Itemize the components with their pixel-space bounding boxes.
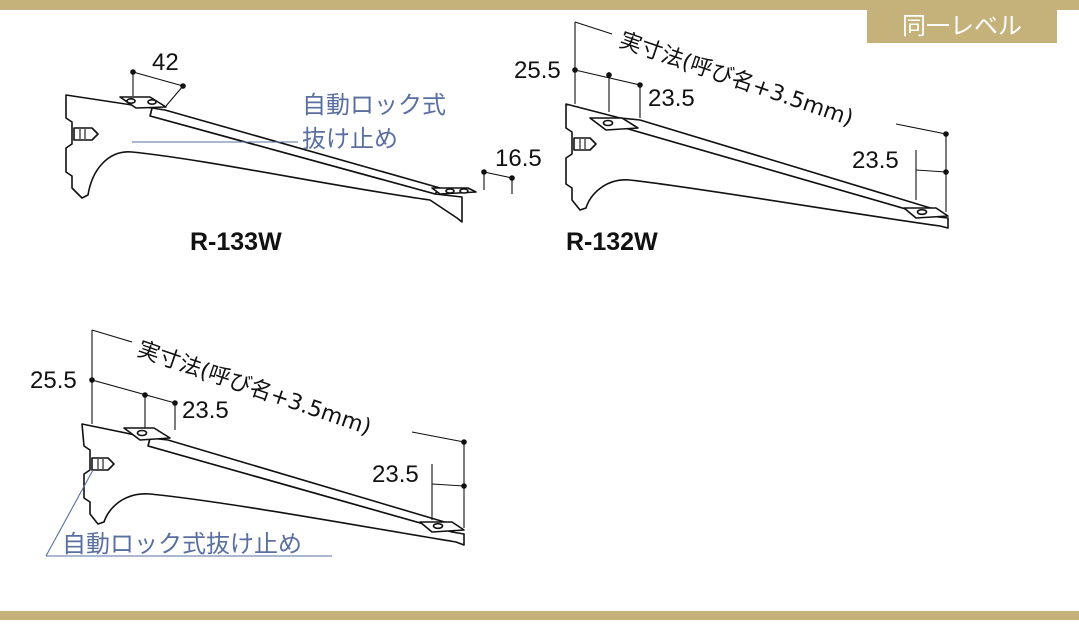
- r132w-top-tab: [589, 117, 639, 131]
- r132w-tip-hole: [916, 208, 928, 216]
- bracket-r132w: [565, 103, 949, 229]
- bottom-body: [81, 423, 465, 546]
- r133w-top-hole-a: [126, 98, 136, 105]
- r132w-body: [565, 103, 949, 229]
- bottom-tip-hole: [432, 522, 444, 530]
- top-accent-bar: [0, 0, 1079, 10]
- bracket-bottom: [81, 423, 465, 546]
- r133w-note-line1: 自動ロック式: [302, 91, 446, 119]
- bottom-dim-first-hole: 23.5: [182, 397, 229, 424]
- bottom-top-hole: [136, 429, 148, 437]
- r132w-top-hole: [602, 119, 614, 127]
- r133w-tip-hole-b: [459, 188, 469, 194]
- r133w-lock-piece: [73, 127, 99, 141]
- bottom-dim-tip: 23.5: [372, 461, 419, 488]
- r133w-model-label: R-133W: [190, 228, 282, 256]
- bracket-r133w: [65, 94, 477, 223]
- same-level-badge: 同一レベル: [867, 10, 1057, 43]
- r133w-note-line2: 抜け止め: [302, 125, 398, 153]
- r133w-dimensions: 42 16.5 自動ロック式 抜け止め R-133W: [130, 49, 542, 256]
- r132w-dim-tip: 23.5: [852, 147, 899, 174]
- r133w-top-hole-b: [147, 99, 157, 106]
- r133w-tip-hole-a: [445, 188, 455, 194]
- r132w-dim-first-hole: 23.5: [648, 85, 695, 112]
- r133w-dim-top-holes: 42: [152, 49, 179, 76]
- r132w-length-label: 実寸法(呼び名+3.5mm): [616, 28, 856, 132]
- r133w-dim-tip: 16.5: [495, 145, 542, 172]
- r132w-dim-left-vertical: 25.5: [514, 57, 561, 84]
- bottom-note: 自動ロック式抜け止め: [62, 530, 302, 558]
- r132w-model-label: R-132W: [566, 228, 658, 256]
- bottom-accent-bar: [0, 611, 1079, 620]
- r133w-body: [65, 94, 463, 223]
- bottom-dim-left-vertical: 25.5: [30, 367, 77, 394]
- bottom-length-label: 実寸法(呼び名+3.5mm): [134, 337, 374, 441]
